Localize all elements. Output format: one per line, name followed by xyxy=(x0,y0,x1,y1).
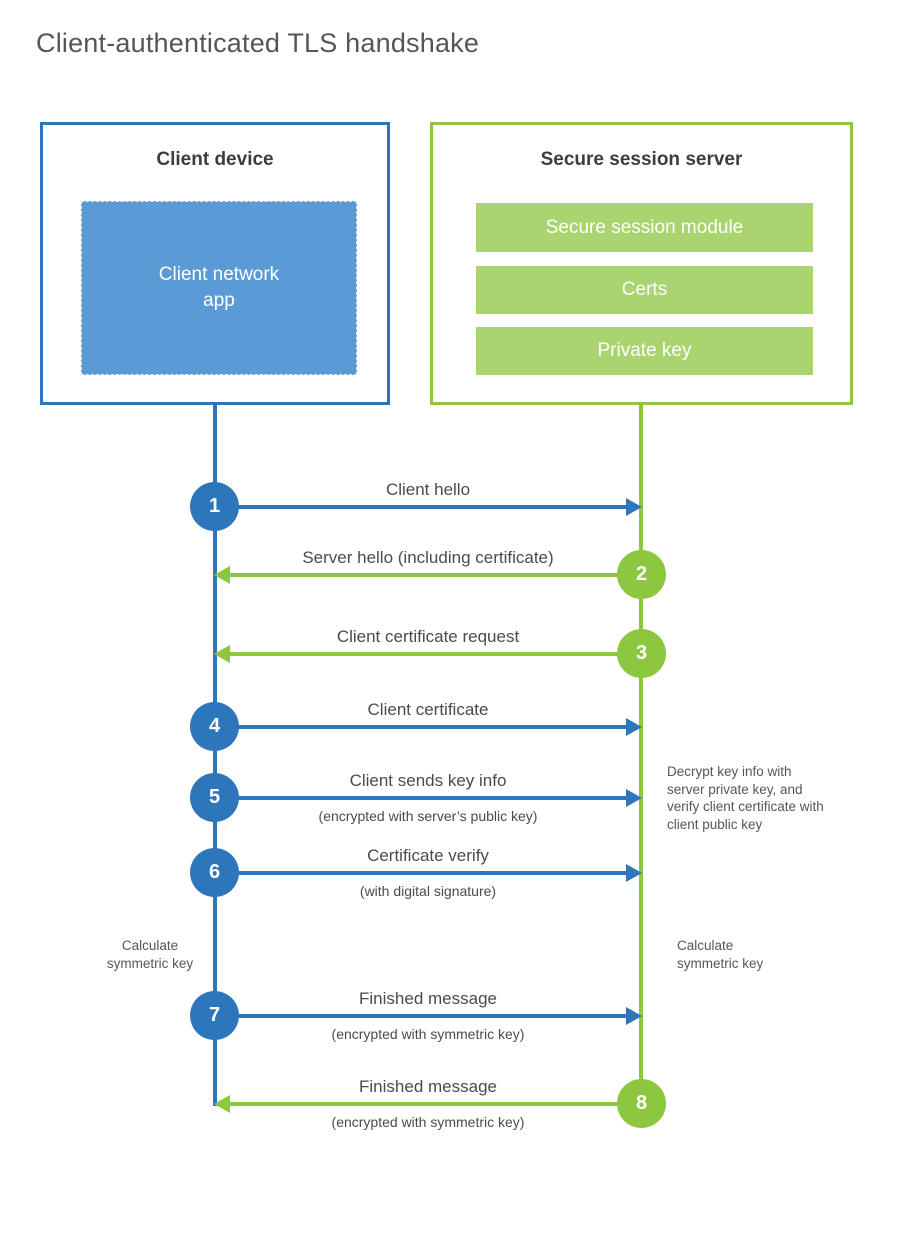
step-number-badge: 7 xyxy=(190,991,239,1040)
step-number-badge: 8 xyxy=(617,1079,666,1128)
step-label: Client certificate xyxy=(367,700,489,719)
step-number-badge: 4 xyxy=(190,702,239,751)
step-row-7: 7 Finished message (encrypted with symme… xyxy=(190,989,642,1042)
client-calculate-symmetric-key-note: Calculate symmetric key xyxy=(106,938,194,971)
step-sublabel: (with digital signature) xyxy=(359,883,497,899)
step-number-badge: 1 xyxy=(190,482,239,531)
step-label: Client hello xyxy=(385,480,471,499)
arrow-line xyxy=(223,652,641,656)
page-title: Client-authenticated TLS handshake xyxy=(36,28,480,58)
arrow-line xyxy=(215,725,633,729)
arrow-line xyxy=(215,505,633,509)
step-row-2: 2 Server hello (including certificate) xyxy=(214,548,666,599)
arrowhead-right-icon xyxy=(626,718,642,736)
client-network-app-label: Client network app xyxy=(158,264,280,311)
server-calculate-symmetric-key-note: Calculate symmetric key xyxy=(677,938,764,971)
secure-session-server-title: Secure session server xyxy=(540,149,743,170)
step-label: Certificate verify xyxy=(367,846,489,865)
arrowhead-right-icon xyxy=(626,864,642,882)
server-lifeline xyxy=(639,405,643,1127)
arrowhead-right-icon xyxy=(626,789,642,807)
step-label: Finished message xyxy=(359,989,497,1008)
step-label: Finished message xyxy=(359,1077,497,1096)
arrow-line xyxy=(223,1102,641,1106)
client-device-box: Client device Client network app xyxy=(40,122,390,405)
server-module-secure-session: Secure session module xyxy=(476,203,813,252)
server-module-private-key: Private key xyxy=(476,327,813,375)
client-network-app-box: Client network app xyxy=(81,201,357,375)
arrowhead-right-icon xyxy=(626,1007,642,1025)
arrow-line xyxy=(215,871,633,875)
step-number-badge: 6 xyxy=(190,848,239,897)
step-sublabel: (encrypted with server’s public key) xyxy=(318,808,538,824)
arrowhead-right-icon xyxy=(626,498,642,516)
client-device-title: Client device xyxy=(156,149,274,170)
step-row-8: 8 Finished message (encrypted with symme… xyxy=(214,1077,666,1130)
step-row-5: 5 Client sends key info (encrypted with … xyxy=(190,771,642,824)
server-decrypt-note: Decrypt key info with server private key… xyxy=(667,764,824,832)
arrowhead-left-icon xyxy=(214,645,230,663)
step-label: Client certificate request xyxy=(336,627,520,646)
arrow-line xyxy=(223,573,641,577)
arrowhead-left-icon xyxy=(214,1095,230,1113)
step-row-3: 3 Client certificate request xyxy=(214,627,666,678)
arrow-line xyxy=(215,796,633,800)
client-lifeline xyxy=(213,405,217,1106)
step-row-1: 1 Client hello xyxy=(190,480,642,531)
step-sublabel: (encrypted with symmetric key) xyxy=(331,1114,525,1130)
step-label: Client sends key info xyxy=(349,771,507,790)
arrowhead-left-icon xyxy=(214,566,230,584)
step-sublabel: (encrypted with symmetric key) xyxy=(331,1026,525,1042)
step-row-6: 6 Certificate verify (with digital signa… xyxy=(190,846,642,899)
server-module-certs: Certs xyxy=(476,266,813,314)
arrow-line xyxy=(215,1014,633,1018)
step-number-badge: 2 xyxy=(617,550,666,599)
step-label: Server hello (including certificate) xyxy=(302,548,554,567)
step-number-badge: 5 xyxy=(190,773,239,822)
secure-session-server-box: Secure session server Secure session mod… xyxy=(430,122,853,405)
step-row-4: 4 Client certificate xyxy=(190,700,642,751)
step-number-badge: 3 xyxy=(617,629,666,678)
